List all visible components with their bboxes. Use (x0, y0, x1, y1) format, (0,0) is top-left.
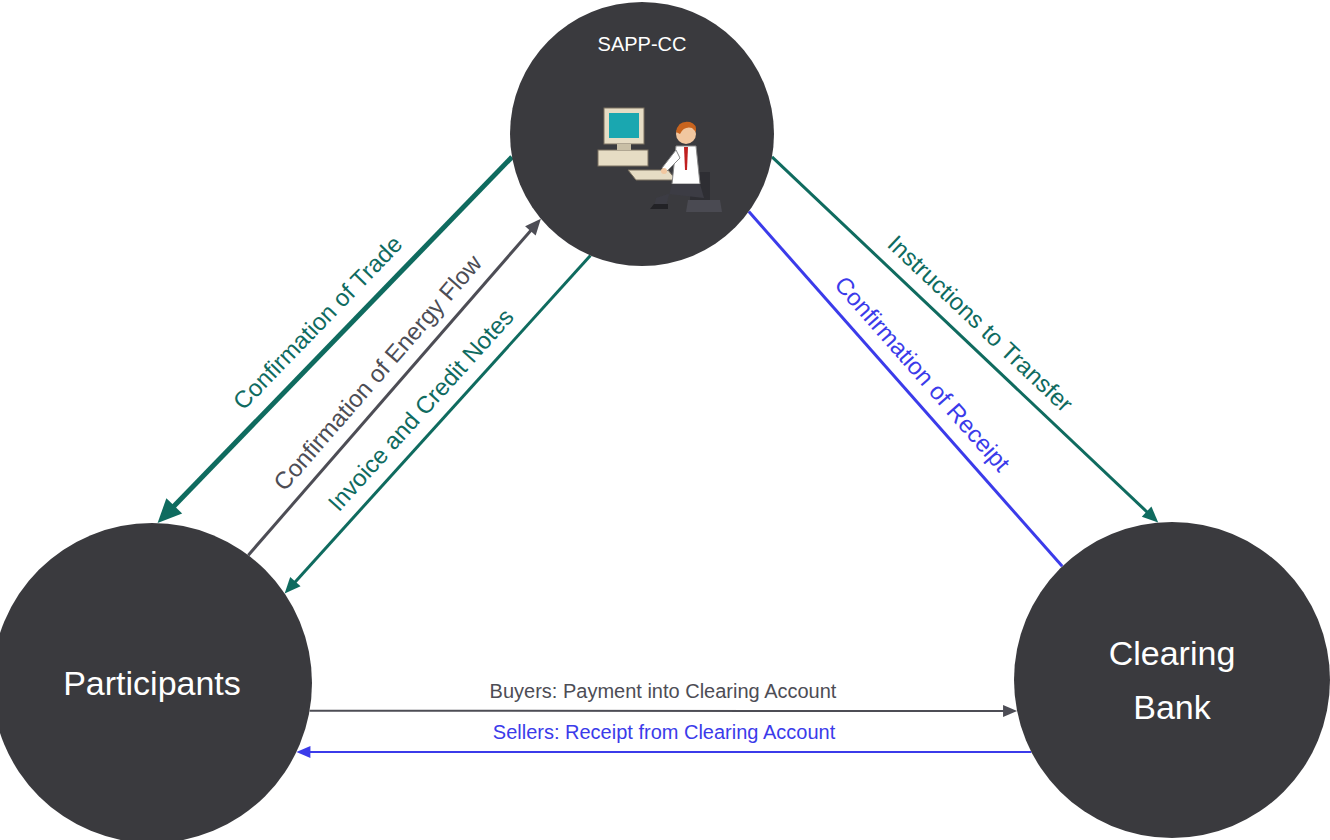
connector-line (772, 157, 1148, 513)
connector-label: Confirmation of Receipt (829, 272, 1015, 477)
node-label: Clearing Bank (1097, 626, 1247, 735)
flow-connector (772, 157, 1158, 523)
arrow-head (1003, 705, 1017, 717)
connector-label: Sellers: Receipt from Clearing Account (493, 721, 835, 743)
arrow-head (158, 498, 183, 523)
participant-circle: Participants (0, 523, 312, 840)
connector-label: Instructions to Transfer (883, 230, 1078, 417)
connector-line (310, 710, 1005, 712)
node-label: Participants (63, 663, 241, 704)
connector-line (308, 751, 1031, 753)
connector-line (173, 157, 512, 507)
flow-connector (296, 746, 1031, 758)
arrow-head (1142, 507, 1158, 523)
connector-line (248, 229, 531, 555)
node-label: SAPP-CC (598, 32, 687, 56)
bank-circle: Clearing Bank (1014, 522, 1330, 838)
flow-connector (158, 157, 512, 523)
flow-connector (248, 219, 541, 555)
person-icon (650, 122, 722, 212)
connector-label: Buyers: Payment into Clearing Account (490, 680, 837, 702)
arrow-head (285, 577, 301, 594)
arrow-head (525, 219, 541, 236)
arrow-head (296, 746, 310, 758)
flow-connector (310, 705, 1017, 717)
computer-icon (598, 108, 676, 180)
